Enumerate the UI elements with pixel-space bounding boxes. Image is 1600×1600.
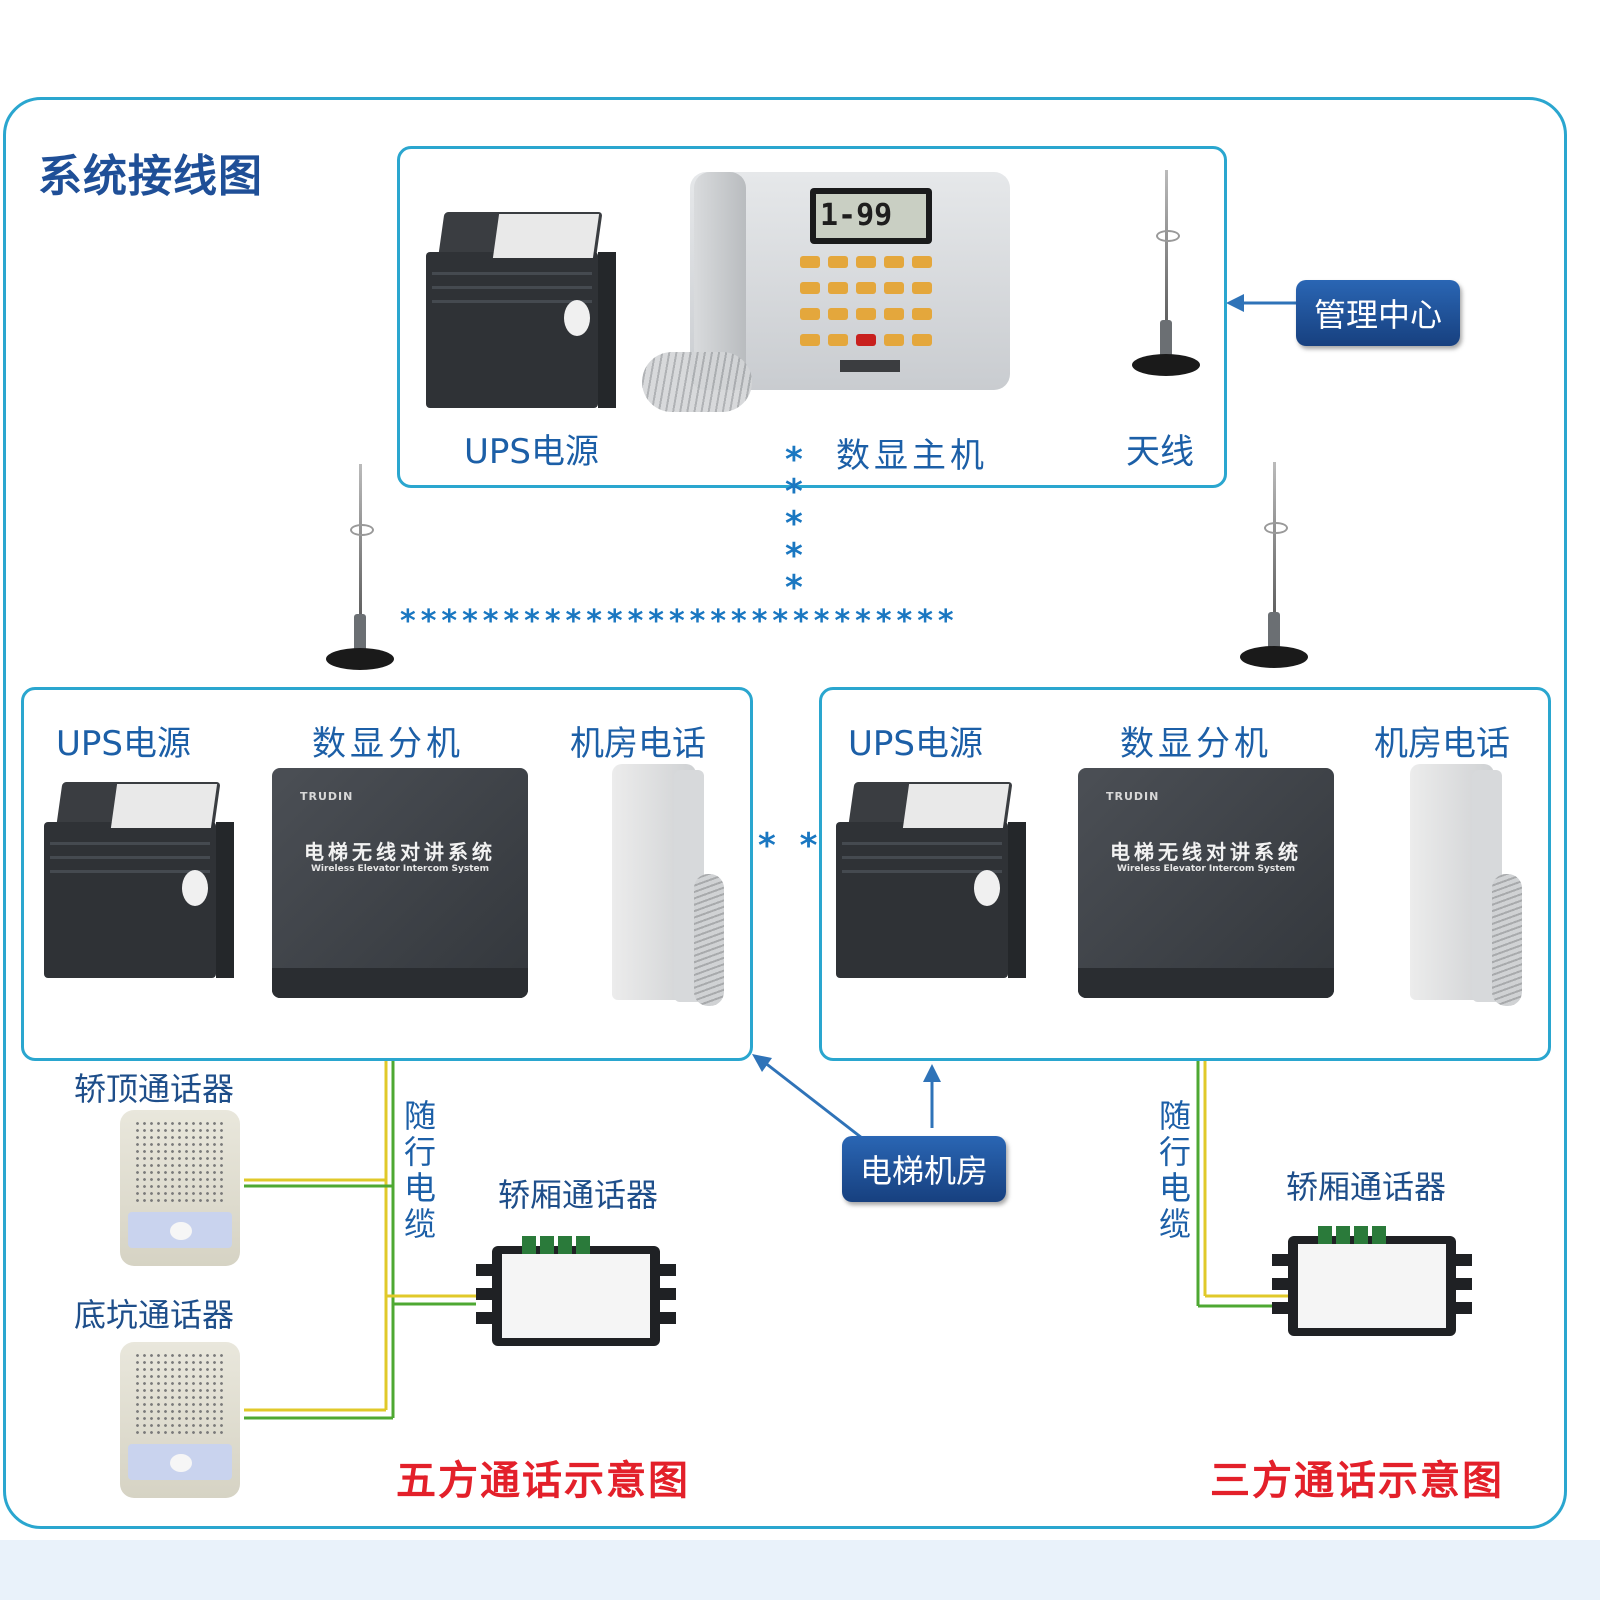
top-ups-device [426, 212, 616, 412]
host-lcd-display: 1-99 [816, 194, 926, 238]
right-room-phone [1410, 764, 1528, 1010]
right-cabin-intercom [1272, 1226, 1472, 1336]
elev-arrowhead-left [752, 1054, 772, 1072]
right-phone-label: 机房电话 [1374, 724, 1510, 764]
right-sub-unit: TRUDIN 电梯无线对讲系统 Wireless Elevator Interc… [1078, 768, 1334, 998]
car-top-intercom [120, 1110, 240, 1270]
diagram-title: 系统接线图 [38, 151, 263, 202]
sub-brand: TRUDIN [1106, 790, 1160, 803]
sub-en-title: Wireless Elevator Intercom System [310, 864, 490, 874]
vertical-wireless-marks: ***** [785, 440, 803, 608]
handset-cord [642, 352, 752, 412]
left-cabin-intercom-label: 轿厢通话器 [498, 1176, 659, 1214]
elev-arrowhead-up [923, 1064, 941, 1082]
right-cabin-intercom-label: 轿厢通话器 [1286, 1168, 1447, 1206]
pit-intercom [120, 1342, 240, 1502]
management-center-tag: 管理中心 [1296, 280, 1461, 346]
left-trailing-cable-label: 随行电缆 [403, 1097, 436, 1243]
between-wireless-marks: * * [758, 826, 824, 866]
digital-host-device: 1-99 [642, 172, 1010, 412]
right-sub-label: 数显分机 [1120, 724, 1272, 764]
host-brand-bar [840, 360, 900, 372]
sub-cn-title: 电梯无线对讲系统 [304, 840, 496, 864]
elev-arrow-left [763, 1060, 863, 1140]
mgmt-arrowhead [1226, 294, 1244, 312]
sub-brand: TRUDIN [300, 790, 354, 803]
sub-en-title: Wireless Elevator Intercom System [1116, 864, 1296, 874]
left-sub-label: 数显分机 [312, 724, 464, 764]
car-top-intercom-label: 轿顶通话器 [74, 1070, 235, 1108]
elevator-room-tag: 电梯机房 [842, 1136, 1007, 1202]
top-host-label: 数显主机 [836, 436, 988, 476]
horizontal-wireless-marks: *************************** [400, 604, 959, 639]
left-room-phone [612, 764, 730, 1010]
outer-frame [3, 97, 1567, 1529]
left-phone-label: 机房电话 [570, 724, 706, 764]
right-ups-label: UPS电源 [848, 724, 983, 764]
right-trailing-cable-label: 随行电缆 [1158, 1097, 1191, 1243]
left-ups-device [44, 782, 234, 982]
top-antenna-label: 天线 [1126, 432, 1194, 472]
three-party-caption: 三方通话示意图 [1210, 1458, 1504, 1504]
bottom-band [0, 1540, 1600, 1600]
ups-status-icon [564, 300, 590, 336]
left-ups-label: UPS电源 [56, 724, 191, 764]
sub-cn-title: 电梯无线对讲系统 [1110, 840, 1302, 864]
top-ups-label: UPS电源 [464, 432, 599, 472]
five-party-caption: 五方通话示意图 [396, 1458, 690, 1504]
ups-status-icon [182, 870, 208, 906]
left-sub-unit: TRUDIN 电梯无线对讲系统 Wireless Elevator Interc… [272, 768, 528, 998]
host-keypad [800, 256, 940, 356]
pit-intercom-label: 底坑通话器 [74, 1296, 235, 1334]
left-cabin-intercom [476, 1236, 676, 1346]
ups-status-icon [974, 870, 1000, 906]
right-ups-device [836, 782, 1026, 982]
